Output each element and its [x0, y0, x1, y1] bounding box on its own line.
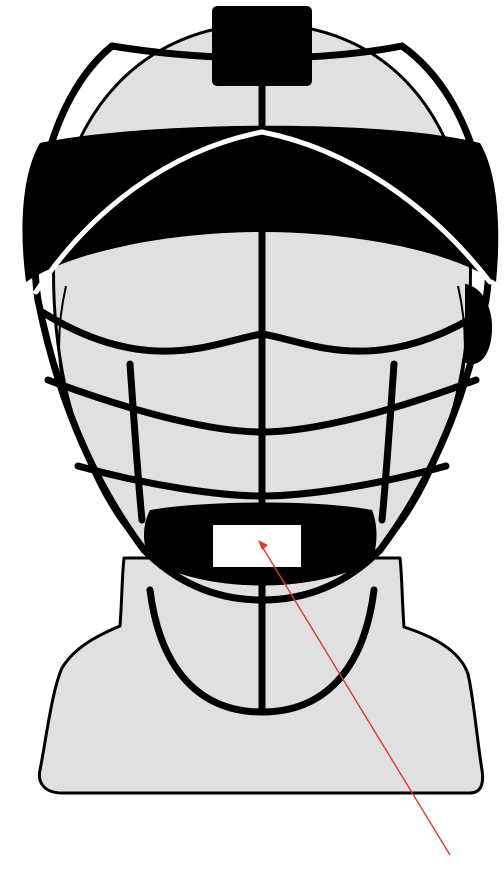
label-placeholder	[213, 525, 301, 567]
